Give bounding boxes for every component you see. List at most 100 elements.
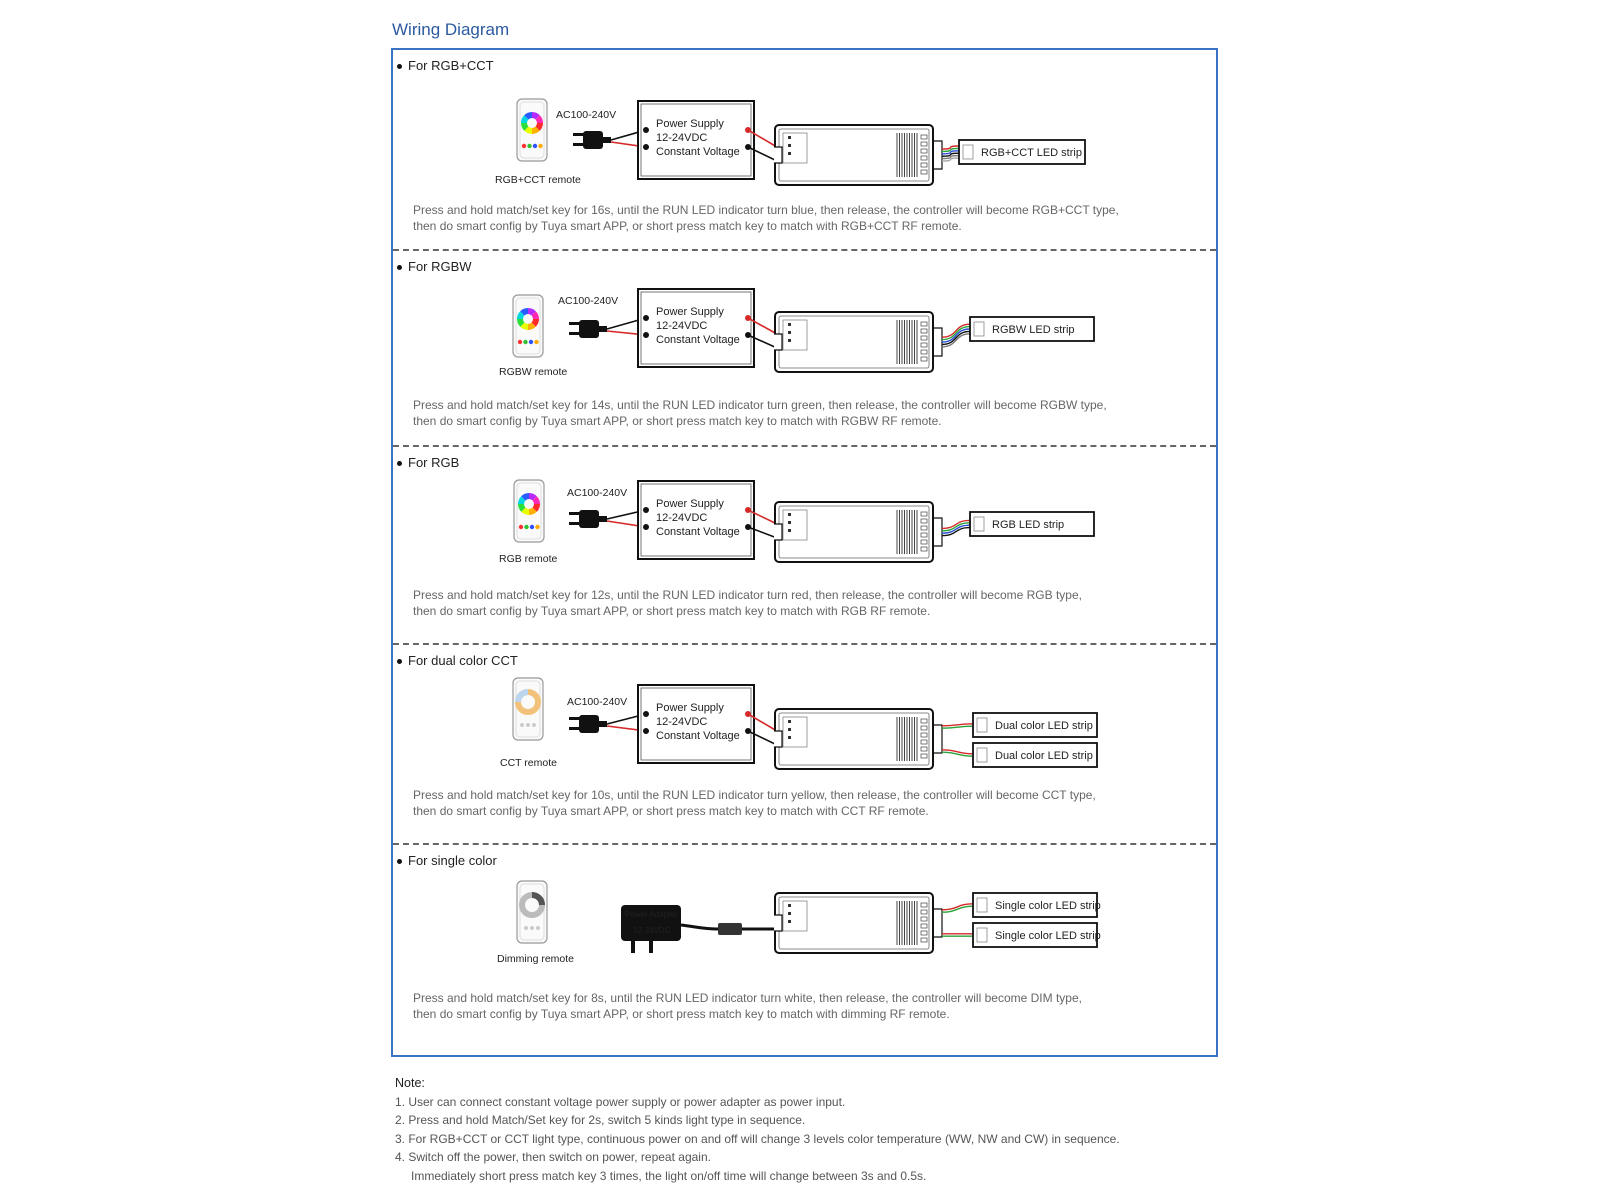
power-supply-label: Power Supply — [656, 702, 724, 714]
power-supply-label: Power Supply — [656, 118, 724, 130]
dc-wire — [747, 129, 778, 148]
controller-box — [774, 124, 943, 186]
description-line: then do smart config by Tuya smart APP, … — [413, 1007, 950, 1021]
section-description: Press and hold match/set key for 14s, un… — [413, 397, 1107, 429]
led-strip-label: Dual color LED strip — [995, 750, 1093, 762]
section-heading-text: For RGBW — [408, 259, 472, 274]
section-heading-text: For RGB+CCT — [408, 58, 494, 73]
terminal-dot — [643, 711, 649, 717]
plug-icon — [569, 715, 607, 733]
description-line: then do smart config by Tuya smart APP, … — [413, 414, 942, 428]
bullet-icon — [397, 659, 402, 665]
power-supply-label: 12-24VDC — [656, 716, 707, 728]
output-wire — [941, 154, 960, 160]
led-strip-label: RGB LED strip — [992, 519, 1064, 531]
power-supply-box: Power Supply 12-24VDC Constant Voltage — [637, 684, 755, 764]
description-line: Press and hold match/set key for 10s, un… — [413, 788, 1096, 802]
led-strip-label: RGB+CCT LED strip — [981, 147, 1082, 159]
remote-label: RGB+CCT remote — [495, 174, 581, 186]
plug-icon — [569, 320, 607, 338]
output-wire — [941, 323, 971, 338]
led-strip-label: Dual color LED strip — [995, 720, 1093, 732]
led-strip: Dual color LED strip — [972, 712, 1098, 738]
wiring-diagram: CCT remote AC100-240V Power Supply 12-24VDC… — [500, 677, 1098, 770]
description-line: Press and hold match/set key for 16s, un… — [413, 203, 1119, 217]
bullet-icon — [397, 64, 402, 70]
power-supply-label: Power Supply — [656, 306, 724, 318]
ac-voltage-label: AC100-240V — [567, 487, 627, 499]
description-line: Press and hold match/set key for 12s, un… — [413, 588, 1082, 602]
page-title: Wiring Diagram — [392, 20, 510, 39]
led-strip: Dual color LED strip — [972, 742, 1098, 768]
led-strip-label: Single color LED strip — [995, 900, 1101, 912]
section-description: Press and hold match/set key for 12s, un… — [413, 587, 1082, 619]
power-supply-label: Constant Voltage — [656, 730, 740, 742]
wiring-diagram: RGB+CCT remote AC100-240V Power Supply 12-2… — [495, 98, 1086, 186]
terminal-dot — [643, 315, 649, 321]
terminal-dot — [643, 127, 649, 133]
output-wire — [941, 147, 960, 153]
dc-wire — [747, 509, 778, 525]
output-wire — [941, 145, 960, 150]
remote-label: RGBW remote — [499, 366, 567, 378]
bullet-icon — [397, 859, 402, 865]
section-description: Press and hold match/set key for 16s, un… — [413, 202, 1119, 234]
ac-voltage-label: AC100-240V — [567, 696, 627, 708]
led-strip: Single color LED strip — [972, 892, 1101, 918]
dc-wire — [747, 713, 778, 732]
remote-icon — [512, 677, 544, 741]
section-heading: For RGB — [397, 455, 459, 470]
controller-box — [774, 892, 943, 954]
section-rgbcct: For RGB+CCT RGB+CCT remote AC100-240V Power… — [393, 50, 1216, 251]
note-item: 2. Press and hold Match/Set key for 2s, … — [395, 1113, 806, 1127]
remote-label: Dimming remote — [497, 953, 574, 965]
section-heading: For single color — [397, 853, 497, 868]
power-supply-label: 12-24VDC — [656, 512, 707, 524]
led-strip-label: RGBW LED strip — [992, 324, 1075, 336]
section-heading-text: For single color — [408, 853, 497, 868]
section-heading-text: For RGB — [408, 455, 460, 470]
dc-wire — [747, 146, 778, 162]
remote-icon — [516, 98, 548, 162]
dc-wire — [747, 730, 778, 746]
terminal-dot — [643, 332, 649, 338]
output-wire — [941, 725, 974, 729]
adapter-label: Power Adapter — [625, 910, 678, 919]
adapter-cable — [680, 923, 719, 931]
output-wire — [941, 333, 971, 348]
remote-icon — [513, 479, 545, 543]
bullet-icon — [397, 265, 402, 271]
description-line: then do smart config by Tuya smart APP, … — [413, 219, 962, 233]
note-item: 4. Switch off the power, then switch on … — [395, 1150, 711, 1164]
controller-box — [774, 708, 943, 770]
note-item: Immediately short press match key 3 time… — [411, 1168, 927, 1183]
controller-box — [774, 501, 943, 563]
dc-wire — [747, 526, 778, 539]
notes-title: Note: — [395, 1076, 425, 1090]
ac-voltage-label: AC100-240V — [556, 109, 616, 121]
output-wire — [941, 330, 971, 346]
power-supply-label: 12-24VDC — [656, 132, 707, 144]
terminal-dot — [643, 144, 649, 150]
remote-label: CCT remote — [500, 757, 557, 769]
led-strip: RGB LED strip — [969, 511, 1095, 537]
power-supply-label: 12-24VDC — [656, 320, 707, 332]
description-line: then do smart config by Tuya smart APP, … — [413, 604, 931, 618]
section-heading: For RGBW — [397, 259, 472, 274]
output-wire — [941, 522, 971, 532]
output-wire — [941, 325, 971, 341]
output-wire — [941, 723, 974, 727]
section-description: Press and hold match/set key for 10s, un… — [413, 787, 1096, 819]
output-wire — [941, 328, 971, 343]
section-description: Press and hold match/set key for 8s, unt… — [413, 990, 1082, 1022]
controller-box — [774, 311, 943, 373]
